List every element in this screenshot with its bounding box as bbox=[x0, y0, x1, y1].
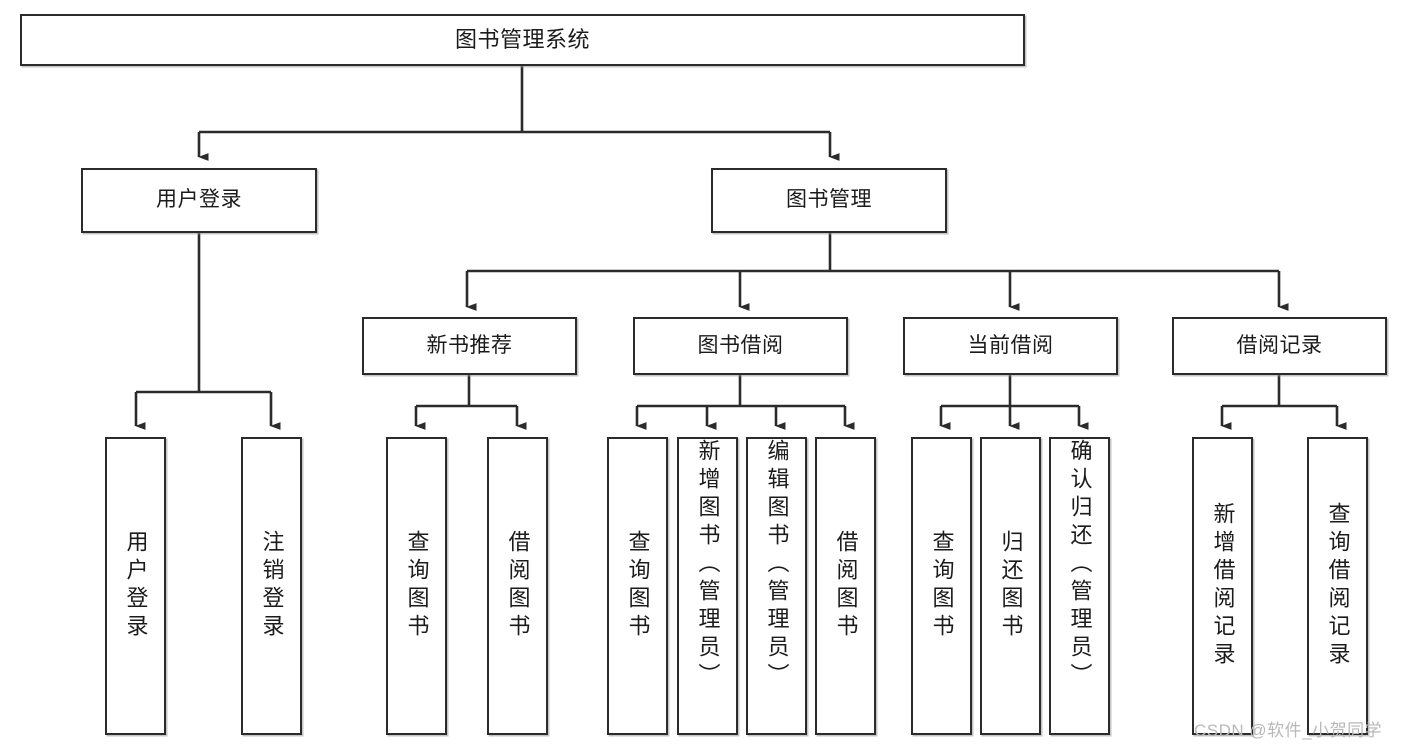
node-book-manage-label: 图书管理 bbox=[786, 188, 872, 212]
node-current-borrow-label: 当前借阅 bbox=[967, 333, 1054, 357]
leaf-add-record-label: 新增借阅记录 bbox=[1210, 502, 1236, 670]
node-root-label: 图书管理系统 bbox=[454, 27, 590, 53]
leaf-query-record[interactable]: 查询借阅记录 bbox=[1307, 437, 1368, 735]
leaf-query-book-3[interactable]: 查询图书 bbox=[911, 437, 972, 735]
leaf-add-book-label: 新增图书（管理员） bbox=[695, 439, 721, 691]
leaf-confirm-return-label: 确认归还（管理员） bbox=[1067, 439, 1093, 691]
leaf-edit-book-label: 编辑图书（管理员） bbox=[764, 439, 790, 691]
node-book-manage[interactable]: 图书管理 bbox=[711, 168, 947, 233]
leaf-borrow-book-1[interactable]: 借阅图书 bbox=[487, 437, 548, 735]
leaf-edit-book[interactable]: 编辑图书（管理员） bbox=[746, 437, 807, 735]
node-new-book-rec-label: 新书推荐 bbox=[426, 333, 513, 357]
leaf-return-book-label: 归还图书 bbox=[998, 530, 1024, 642]
leaf-user-login-label: 用户登录 bbox=[123, 530, 149, 642]
leaf-borrow-book-2-label: 借阅图书 bbox=[833, 530, 859, 642]
node-user-login-label: 用户登录 bbox=[156, 188, 242, 212]
leaf-query-record-label: 查询借阅记录 bbox=[1325, 502, 1351, 670]
node-book-borrow[interactable]: 图书借阅 bbox=[633, 317, 848, 375]
leaf-logout-label: 注销登录 bbox=[259, 530, 285, 642]
node-book-borrow-label: 图书借阅 bbox=[697, 333, 784, 357]
node-current-borrow[interactable]: 当前借阅 bbox=[903, 317, 1118, 375]
leaf-confirm-return[interactable]: 确认归还（管理员） bbox=[1049, 437, 1110, 735]
leaf-add-record[interactable]: 新增借阅记录 bbox=[1192, 437, 1253, 735]
leaf-query-book-2-label: 查询图书 bbox=[625, 530, 651, 642]
node-new-book-rec[interactable]: 新书推荐 bbox=[362, 317, 577, 375]
leaf-query-book-3-label: 查询图书 bbox=[929, 530, 955, 642]
leaf-logout[interactable]: 注销登录 bbox=[241, 437, 302, 735]
leaf-user-login[interactable]: 用户登录 bbox=[105, 437, 166, 735]
leaf-query-book-2[interactable]: 查询图书 bbox=[607, 437, 668, 735]
leaf-borrow-book-1-label: 借阅图书 bbox=[505, 530, 531, 642]
leaf-query-book-1-label: 查询图书 bbox=[404, 530, 430, 642]
leaf-borrow-book-2[interactable]: 借阅图书 bbox=[815, 437, 876, 735]
node-borrow-record-label: 借阅记录 bbox=[1236, 333, 1323, 357]
node-borrow-record[interactable]: 借阅记录 bbox=[1172, 317, 1387, 375]
leaf-return-book[interactable]: 归还图书 bbox=[980, 437, 1041, 735]
leaf-query-book-1[interactable]: 查询图书 bbox=[386, 437, 447, 735]
csdn-watermark: CSDN @软件_小贺同学 bbox=[1194, 721, 1383, 740]
node-user-login[interactable]: 用户登录 bbox=[81, 168, 317, 233]
leaf-add-book[interactable]: 新增图书（管理员） bbox=[677, 437, 738, 735]
node-root[interactable]: 图书管理系统 bbox=[20, 14, 1025, 66]
